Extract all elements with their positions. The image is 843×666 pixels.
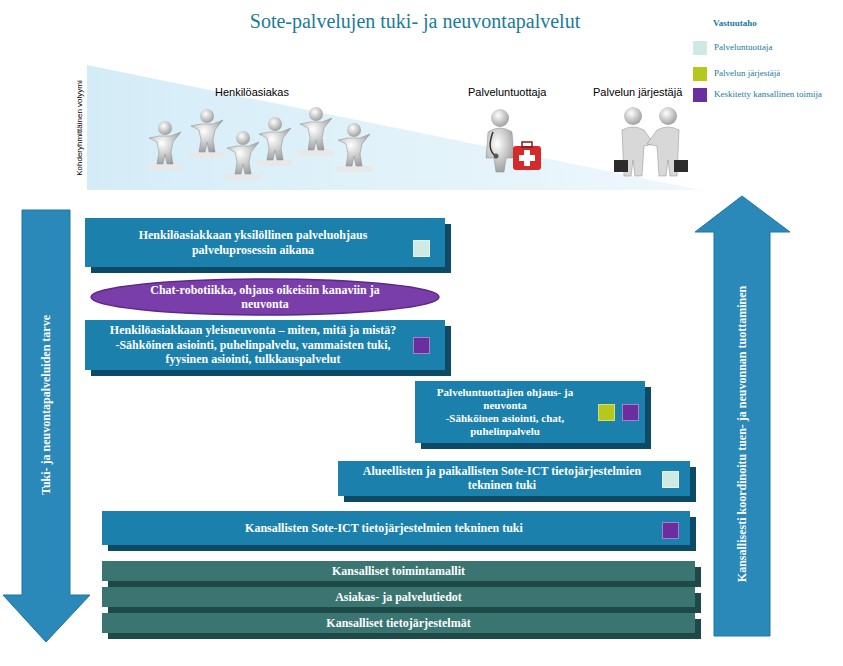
legend-swatch	[693, 88, 707, 102]
person-figures	[147, 107, 372, 180]
responsibility-marker	[662, 471, 679, 488]
legend-swatch	[693, 41, 707, 55]
node-text: Asiakas- ja palvelutiedot	[335, 590, 462, 604]
ellipse-node: Chat-robotiikka, ohjaus oikeisiin kanavi…	[90, 278, 440, 316]
arrow-label: Tuki- ja neuvontapalveluiden tarve	[39, 315, 54, 495]
diagram-title: Sote-palvelujen tuki- ja neuvontapalvelu…	[0, 10, 830, 33]
arrow-label: Kansallisesti koordinoitu tuen- ja neuvo…	[735, 286, 750, 582]
node-text: Henkilöasiakkaan yleisneuvonta – miten, …	[110, 323, 396, 337]
process-box: Kansalliset toimintamallit	[102, 561, 695, 581]
legend-text: Palvelun järjestäjä	[714, 68, 780, 78]
process-box: Henkilöasiakkaan yksilöllinen palveluohj…	[85, 218, 445, 267]
axis-label: Palveluntuottaja	[468, 86, 546, 98]
node-text: Palveluntuottajien ohjaus- ja neuvonta	[425, 386, 585, 412]
responsibility-marker	[413, 240, 430, 257]
arrow-band: Kansallisesti koordinoitu tuen- ja neuvo…	[695, 196, 790, 636]
handshake-figures	[614, 107, 688, 176]
axis-label: Kohderyhmittäinen volyymi	[75, 80, 84, 176]
node-text: -Sähköinen asiointi, chat, puhelinpalvel…	[425, 412, 585, 438]
legend-text: Palveluntuottaja	[714, 42, 773, 52]
responsibility-marker	[413, 337, 430, 354]
node-text: Kansalliset toimintamallit	[332, 564, 465, 578]
node-text: -Sähköinen asiointi, puhelinpalvelu, vam…	[95, 338, 411, 367]
legend-swatch	[693, 67, 707, 81]
legend-text: Keskitetty kansallinen toimija	[714, 89, 822, 99]
process-box: Henkilöasiakkaan yleisneuvonta – miten, …	[85, 320, 445, 370]
node-text: Alueellisten ja paikallisten Sote-ICT ti…	[348, 464, 656, 493]
axis-label: Vastuutaho	[713, 18, 757, 28]
volume-wedge	[87, 65, 700, 190]
process-box: Palveluntuottajien ohjaus- ja neuvonta-S…	[415, 381, 645, 443]
responsibility-marker	[598, 404, 615, 421]
process-box: Kansallisten Sote-ICT tietojärjestelmien…	[102, 511, 690, 545]
arrow-band: Tuki- ja neuvontapalveluiden tarve	[3, 210, 90, 642]
node-text: Chat-robotiikka, ohjaus oikeisiin kanavi…	[130, 283, 400, 312]
node-text: Henkilöasiakkaan yksilöllinen palveluohj…	[95, 228, 411, 257]
node-text: Kansalliset tietojärjestelmät	[326, 616, 470, 630]
node-text: Kansallisten Sote-ICT tietojärjestelmien…	[245, 521, 523, 535]
process-box: Asiakas- ja palvelutiedot	[102, 587, 695, 607]
axis-label: Henkilöasiakas	[215, 86, 289, 98]
process-box: Kansalliset tietojärjestelmät	[102, 613, 695, 633]
doctor-figure	[486, 109, 541, 172]
responsibility-marker	[662, 522, 679, 539]
responsibility-marker	[622, 404, 639, 421]
process-box: Alueellisten ja paikallisten Sote-ICT ti…	[338, 461, 690, 496]
axis-label: Palvelun järjestäjä	[593, 86, 682, 98]
